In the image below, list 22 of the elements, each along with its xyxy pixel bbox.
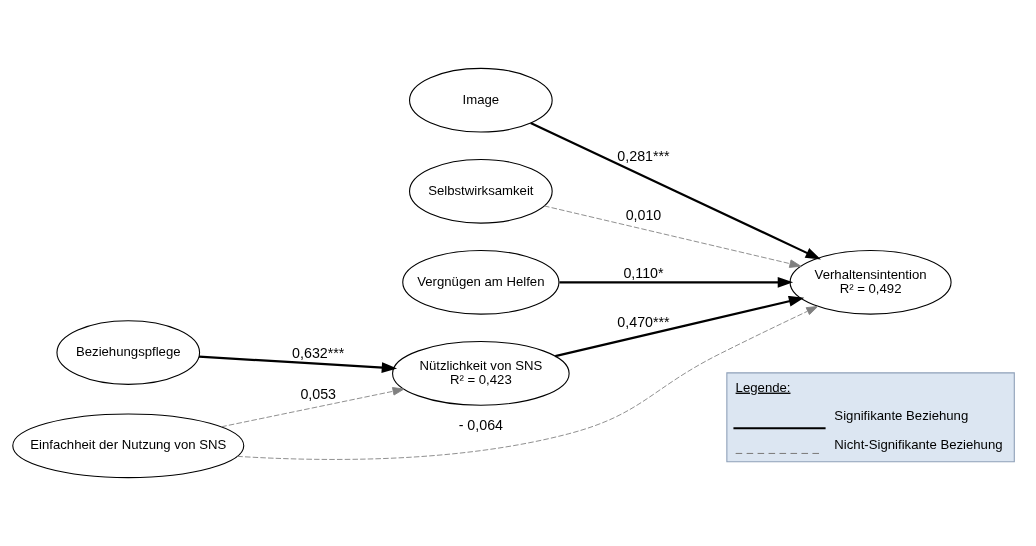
edge-label: 0,053: [300, 386, 337, 403]
legend-label: Signifikante Beziehung: [834, 408, 969, 424]
node-ellipse: Vergnügen am Helfen: [402, 249, 560, 315]
arrow: [530, 122, 821, 260]
node-ellipse: Image: [408, 67, 553, 133]
node-ellipse: Einfachheit der Nutzung von SNS: [12, 413, 245, 479]
node-ellipse: Selbstwirksamkeit: [408, 158, 553, 224]
edge-label: 0,632***: [292, 345, 345, 362]
edge-label: 0,470***: [617, 313, 670, 330]
arrow: [221, 387, 405, 428]
node-ellipse: Beziehungspflege: [56, 320, 201, 385]
legend-label: Nicht-Signifikante Beziehung: [834, 436, 1003, 452]
edge-label: 0,110*: [623, 265, 664, 282]
edge-label: - 0,064: [458, 416, 504, 433]
edge-label: 0,010: [625, 207, 662, 224]
edge-label: 0,281***: [617, 147, 670, 164]
arrow: [543, 205, 802, 268]
arrow: [237, 306, 819, 460]
label: Legende:: [735, 379, 791, 395]
arrow: [198, 355, 398, 373]
arrow: [555, 295, 805, 358]
arrow: [559, 276, 794, 288]
